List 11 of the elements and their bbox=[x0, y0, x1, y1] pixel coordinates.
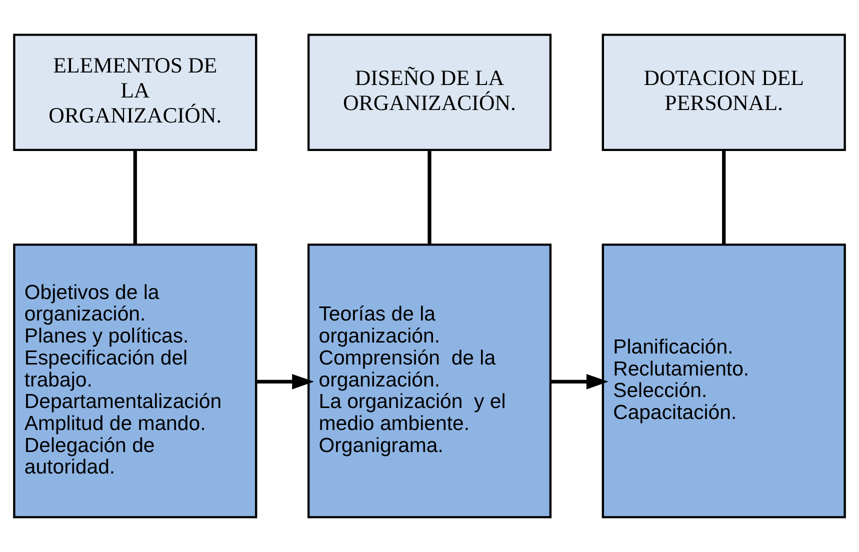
arrow bbox=[256, 374, 314, 390]
node-box: Objetivos de la organización. Planes y políticas. Especificación del trabajo. Departamentalización Amplitud de mando. Delegación de autoridad. bbox=[13, 244, 258, 518]
connector bbox=[133, 150, 137, 245]
connector bbox=[428, 150, 432, 245]
arrow bbox=[550, 374, 608, 390]
node-box: Teorías de la organización. Comprensión de la organización. La organización y el medio ambiente. Organigrama. bbox=[307, 244, 552, 518]
connector bbox=[722, 150, 726, 245]
node-box: ELEMENTOS DE LA ORGANIZACIÓN. bbox=[13, 34, 258, 152]
node-box: Planificación. Reclutamiento. Selección. Capacitación. bbox=[602, 244, 846, 518]
node-box: DOTACION DEL PERSONAL. bbox=[602, 34, 846, 152]
node-box: DISEÑO DE LA ORGANIZACIÓN. bbox=[307, 34, 552, 152]
